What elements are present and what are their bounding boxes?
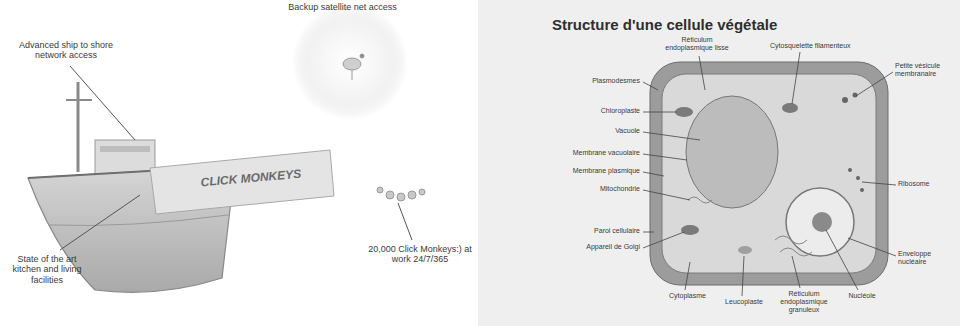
- panel-ground: [478, 0, 960, 326]
- callout-label: Réticulum endoplasmique granuleux: [772, 290, 836, 314]
- callout-label: State of the art kitchen and living faci…: [2, 254, 92, 285]
- callout-label: Cytoplasme: [660, 292, 715, 300]
- callout-label: Plasmodesmes: [560, 77, 640, 85]
- callout-label: Ribosome: [898, 180, 956, 188]
- callout-label: Appareil de Golgi: [560, 243, 640, 251]
- callout-label: Enveloppe nucléaire: [898, 250, 956, 266]
- callout-label: Membrane plasmique: [550, 167, 640, 175]
- callout-label: Backup satellite net access: [255, 2, 430, 12]
- banner-ribbon: [150, 150, 334, 214]
- callout-label: Advanced ship to shore network access: [4, 40, 128, 61]
- plant-cell: [650, 62, 888, 285]
- callout-label: Nucléole: [840, 292, 884, 300]
- monkey-figures: [377, 187, 425, 201]
- satellite-glow: [292, 4, 408, 120]
- callout-label: Paroi cellulaire: [560, 227, 640, 235]
- leader-lines: [60, 66, 412, 250]
- callout-label: Chloroplaste: [560, 107, 640, 115]
- callout-label: Cytosquelette filamenteux: [770, 42, 885, 50]
- panel-title: Structure d'une cellule végétale: [552, 16, 777, 33]
- callout-label: Réticulum endoplasmique lisse: [664, 36, 730, 52]
- satellite-dish: [343, 54, 364, 80]
- leader-lines: [643, 52, 896, 296]
- callout-label: Membrane vacuolaire: [550, 149, 640, 157]
- callout-label: Petite vésicule membranaire: [895, 62, 955, 78]
- callout-label: 20,000 Click Monkeys:) at work 24/7/365: [365, 244, 475, 265]
- callout-label: Vacuole: [560, 127, 640, 135]
- callout-label: Leucoplaste: [718, 298, 770, 306]
- callout-label: Mitochondrie: [560, 185, 640, 193]
